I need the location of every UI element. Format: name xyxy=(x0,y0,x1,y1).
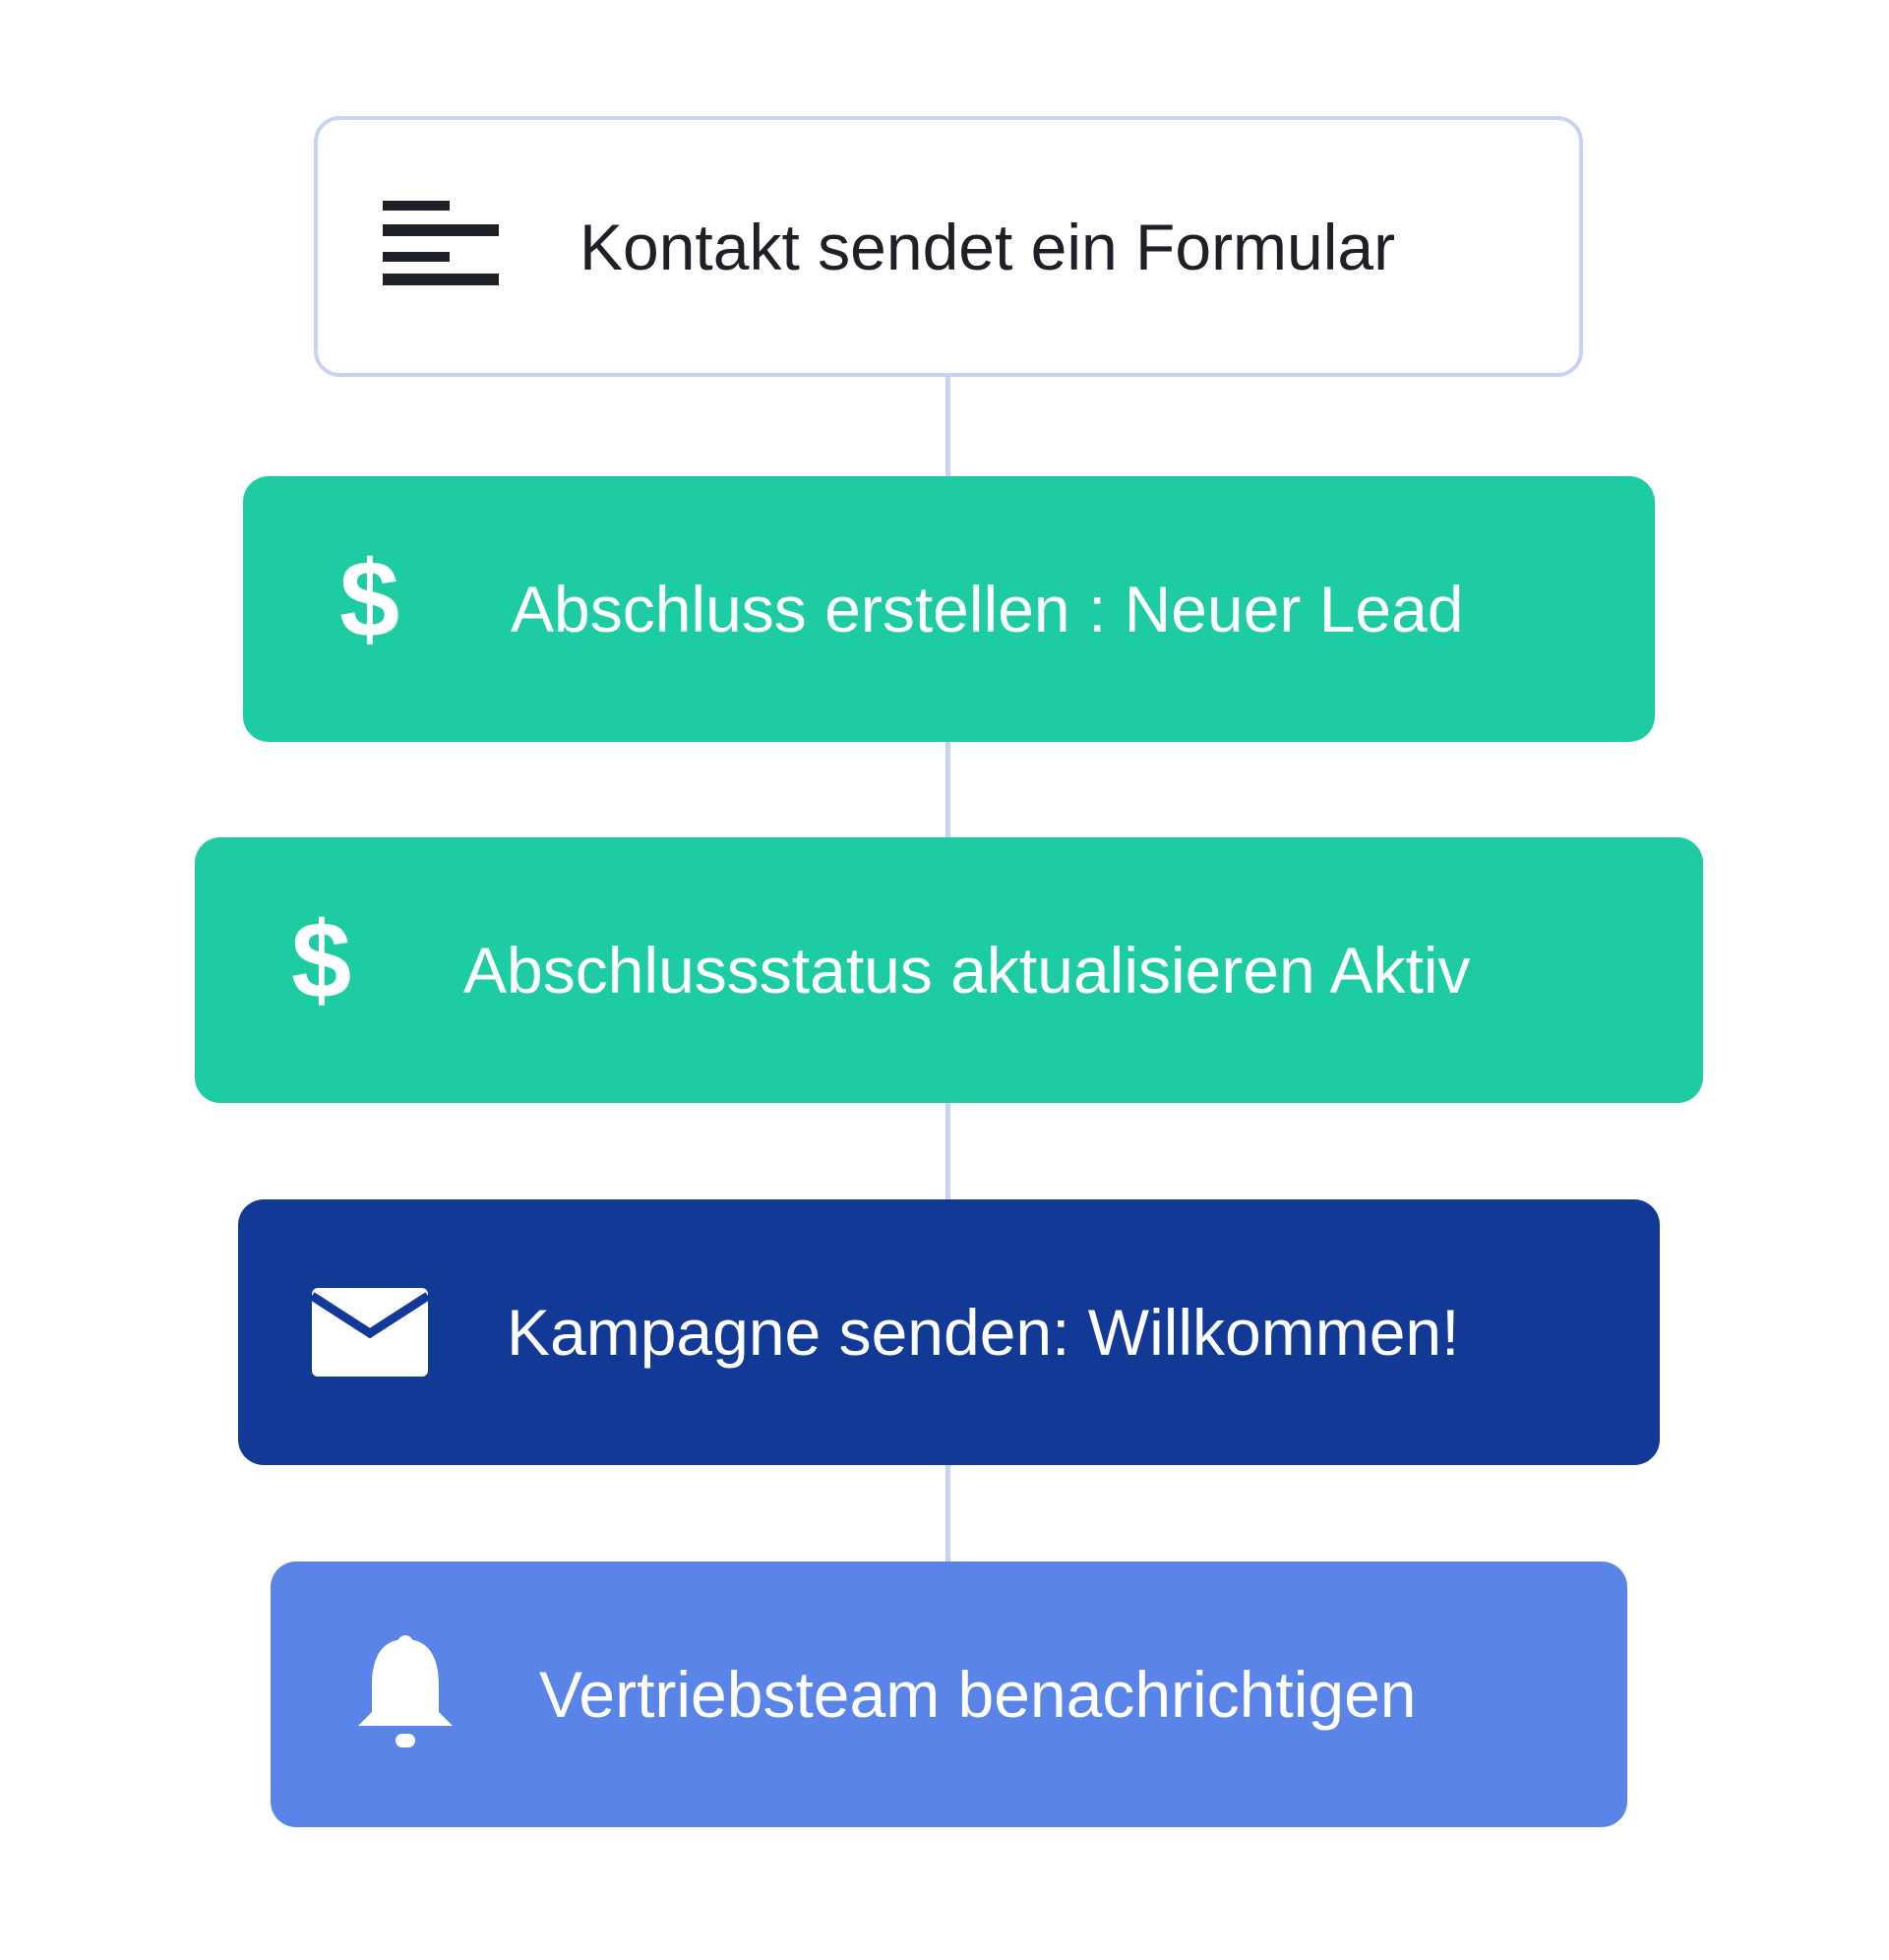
connector-line xyxy=(945,742,950,837)
connector-line xyxy=(945,377,950,476)
dollar-icon: $ xyxy=(339,539,400,660)
form-lines-icon xyxy=(383,201,501,289)
bell-icon xyxy=(356,1635,455,1751)
connector-line xyxy=(945,1465,950,1562)
step-node-send-campaign[interactable]: Kampagne senden: Willkommen! xyxy=(238,1199,1660,1465)
step-label: Abschlussstatus aktualisieren Aktiv xyxy=(463,934,1471,1007)
connector-line xyxy=(945,1103,950,1199)
step-label: Abschluss erstellen : Neuer Lead xyxy=(511,573,1464,645)
step-label: Vertriebsteam benachrichtigen xyxy=(539,1658,1417,1731)
trigger-label: Kontakt sendet ein Formular xyxy=(579,210,1396,283)
step-node-update-deal-status[interactable]: $ Abschlussstatus aktualisieren Aktiv xyxy=(195,837,1703,1103)
step-node-create-deal[interactable]: $ Abschluss erstellen : Neuer Lead xyxy=(243,476,1655,742)
envelope-icon xyxy=(312,1288,428,1377)
step-node-notify-sales-team[interactable]: Vertriebsteam benachrichtigen xyxy=(271,1562,1627,1827)
dollar-icon: $ xyxy=(291,900,352,1021)
step-label: Kampagne senden: Willkommen! xyxy=(507,1296,1460,1369)
trigger-node-form-submitted[interactable]: Kontakt sendet ein Formular xyxy=(314,116,1583,377)
